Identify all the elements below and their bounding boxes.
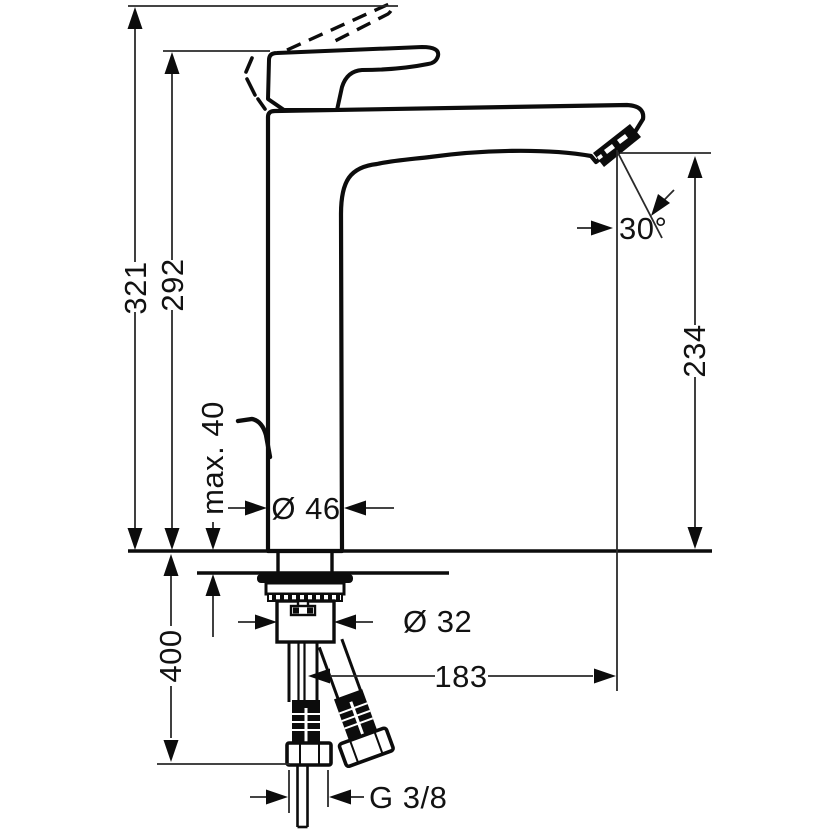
hose-nut-left — [285, 741, 333, 767]
dim-body-diameter: Ø 46 — [228, 491, 394, 526]
base-gasket — [257, 574, 353, 583]
faucet — [235, 2, 646, 554]
dim-outlet-angle-label: 30° — [619, 211, 667, 246]
dim-spout-height: 234 — [620, 152, 712, 549]
drain-pull-rod-knob — [235, 416, 273, 460]
hose-nut-right — [337, 726, 395, 769]
mounting-surface — [128, 549, 712, 575]
supply-hose-left — [285, 642, 333, 767]
dim-overall-height: 321 — [118, 5, 398, 550]
dim-hose-thread: G 3/8 — [250, 770, 447, 815]
faucet-body-and-spout — [265, 102, 646, 554]
dim-hose-thread-label: G 3/8 — [369, 780, 447, 815]
under-counter-assembly — [257, 552, 395, 829]
dim-spout-reach-label: 183 — [434, 659, 487, 694]
dim-hose-length-label: 400 — [153, 629, 188, 682]
dim-shank-diameter-label: Ø 32 — [403, 604, 472, 639]
dim-spout-height-label: 234 — [677, 324, 712, 377]
dim-overall-height-label: 321 — [118, 261, 153, 314]
dim-shank-diameter: Ø 32 — [238, 604, 472, 639]
aerator — [593, 124, 641, 167]
faucet-handle — [266, 45, 441, 112]
dim-mounting-thickness: max. 40 — [195, 401, 230, 637]
pull-rod-lower — [296, 765, 309, 829]
pull-rod-coupling — [289, 599, 317, 617]
dim-handle-height: 292 — [155, 50, 270, 550]
dim-hose-length: 400 — [153, 554, 290, 765]
dim-mounting-thickness-label: max. 40 — [195, 401, 230, 515]
handle-raised-dashed-outline — [286, 2, 394, 52]
dim-outlet-angle: 30° — [577, 150, 675, 691]
mounting-washer — [264, 581, 346, 596]
dim-handle-height-label: 292 — [155, 258, 190, 311]
handle-raised-dashes-left — [244, 56, 267, 111]
dim-spout-reach: 183 — [308, 659, 616, 694]
supply-hose-right — [317, 638, 395, 769]
dim-body-diameter-label: Ø 46 — [271, 491, 340, 526]
